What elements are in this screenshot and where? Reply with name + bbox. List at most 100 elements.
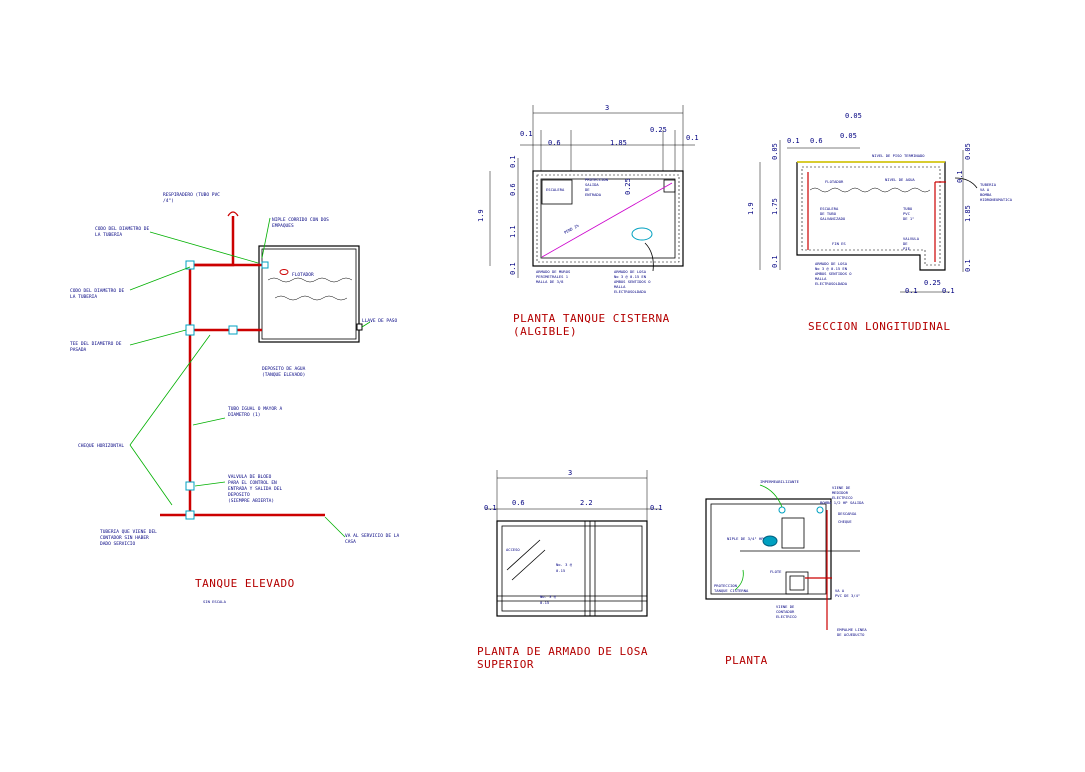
seccion-escalera-3: GALVANIZADO [820, 216, 846, 221]
cisterna-armado-losa-5: ELECTROSOLDADA [614, 289, 647, 294]
label-tuberia-2: CONTADOR SIN HABER [100, 535, 149, 541]
title-cisterna-2: (ALGIBLE) [513, 325, 577, 338]
label-valvula-5: (SIEMPRE ABIERTA) [228, 498, 274, 504]
leader-valvula [194, 481, 226, 487]
label-tuberia-3: DADO SERVICIO [100, 541, 136, 547]
planta-bomba: BOMBA 1/2 HP [820, 500, 848, 505]
cisterna-armado-losa-4: MALLA [614, 284, 626, 289]
elevated-tank-inner [261, 248, 357, 340]
seccion-v-19: 1.9 [747, 202, 755, 215]
planta-viene-2: MEDIDOR [832, 490, 849, 495]
cisterna-entrada [663, 179, 676, 193]
cisterna-inner-wall [540, 178, 676, 259]
seccion-v-01c: 0.1 [964, 259, 972, 272]
losa-dim-total-label: 3 [568, 469, 572, 477]
seccion-v-005: 0.05 [771, 143, 779, 160]
label-valvula-2: PARA EL CONTROL EN [228, 480, 277, 486]
planta-valve-top [778, 506, 786, 514]
seccion-v-185: 1.85 [964, 205, 972, 222]
cisterna-escalera-label: ESCALERA [546, 187, 565, 192]
elbow-fitting [185, 260, 195, 270]
leader-cheque-1 [129, 334, 211, 446]
tanque-elevado-group: RESPIRADERO (TUBO PVC /4") NIPLE CORRIDO… [70, 192, 399, 604]
label-deposito-1: DEPOSITO DE AGUA [262, 366, 306, 372]
cisterna-armado-muros-1: ARMADO DE MUROS [536, 269, 571, 274]
planta-inner [710, 503, 827, 595]
label-niple-2: EMPAQUES [272, 223, 294, 229]
seccion-v-01: 0.1 [771, 255, 779, 268]
title-losa-2: SUPERIOR [477, 658, 534, 671]
cisterna-armado-losa-1: ARMADO DE LOSA [614, 269, 647, 274]
label-codo-1: CODO DEL DIAMETRO DE [95, 226, 149, 232]
planta-niple: NIPLE DE 3/4" HP [727, 536, 764, 541]
losa-no3-1: No. 3 @ [556, 562, 573, 567]
leader-llave [361, 321, 371, 328]
cisterna-proteccion-3: DE [585, 187, 590, 192]
cisterna-armado-losa-3: AMBOS SENTIDOS O [614, 279, 651, 284]
planta-pvc: PVC DE 3/4" [835, 593, 860, 598]
planta-empalme-1: EMPALME LINEA [837, 627, 867, 632]
float-valve [279, 269, 289, 275]
planta-proteccion-2: TANQUE CISTERNA [714, 588, 749, 593]
losa-no3b-1: No. 3 @ [540, 594, 557, 599]
seccion-h-025: 0.25 [924, 279, 941, 287]
llave-paso [356, 323, 363, 331]
label-llave: LLAVE DE PASO [362, 318, 398, 324]
seccion-tubo-1: TUBO [903, 206, 913, 211]
losa-inner [501, 525, 643, 612]
seccion-valvula-2: DE [903, 241, 908, 246]
planta-proteccion-1: PROTECCION [714, 583, 738, 588]
tee-fitting [185, 324, 195, 336]
cisterna-dim-01a: 0.1 [520, 130, 533, 138]
cisterna-leader [644, 242, 654, 272]
losa-dim-06: 0.6 [512, 499, 525, 507]
seccion-valvula-1: VALVULA [903, 236, 920, 241]
planta-descarga: DESCARGA [838, 511, 857, 516]
seccion-dim-005b: 0.05 [840, 132, 857, 140]
bottom-elbow [185, 510, 195, 520]
label-tubo-2: DIAMETRO (1) [228, 412, 261, 418]
seccion-v-005b: 0.05 [964, 143, 972, 160]
cisterna-proteccion-4: ENTRADA [585, 192, 602, 197]
seccion-armado-2: No 3 @ 0.15 EN [815, 266, 848, 271]
planta-leader-1 [759, 484, 783, 508]
label-niple-1: NIPLE CORRIDO CON DOS [272, 217, 329, 223]
seccion-dim-01: 0.1 [787, 137, 800, 145]
label-codo-2: LA TUBERIA [95, 232, 122, 238]
cisterna-armado-losa-2: No 3 @ 0.15 EN [614, 274, 647, 279]
losa-outer [496, 520, 648, 617]
seccion-tuberia-3: BOMBA [980, 192, 992, 197]
cisterna-v-01a: 0.1 [509, 155, 517, 168]
elevated-tank [258, 245, 360, 343]
vent-cap [227, 211, 239, 217]
cisterna-armado-muros-3: MALLA DE 3/8 [536, 279, 564, 284]
seccion-nivel-piso: NIVEL DE PISO TERMINADO [872, 153, 925, 158]
leader-codo [149, 231, 259, 264]
planta-group: IMPERMEABILIZANTE VIENE DE MEDIDOR ELECT… [705, 479, 867, 667]
seccion-dim-005a: 0.05 [845, 112, 862, 120]
cisterna-plan-group: 3 0.1 0.6 1.85 0.25 0.1 1.9 0.1 0.6 1.1 … [477, 104, 699, 338]
label-tee-1: TEE DEL DIAMETRO DE [70, 341, 122, 347]
planta-flote: FLOTE [770, 569, 782, 574]
seccion-leader [954, 177, 978, 189]
planta-flote-box [785, 571, 809, 595]
planta-flote-inner [789, 575, 805, 591]
planta-outer [705, 498, 832, 600]
planta-viene-3: ELECTRICO [832, 495, 853, 500]
label-flotador: FLOTADOR [292, 272, 314, 278]
cisterna-proteccion-1: PROTECCION [585, 177, 609, 182]
seccion-v-01b: 0.1 [956, 170, 964, 183]
cisterna-proteccion-2: SALIDA [585, 182, 599, 187]
leader-va [324, 516, 346, 538]
planta-pump-box [781, 517, 805, 549]
label-respiradero-1: RESPIRADERO (TUBO PVC [163, 192, 220, 198]
label-codo2-2: LA TUBERIA [70, 294, 97, 300]
title-cisterna-1: PLANTA TANQUE CISTERNA [513, 312, 670, 325]
planta-valve-right [816, 506, 824, 514]
title-losa-1: PLANTA DE ARMADO DE LOSA [477, 645, 648, 658]
label-sin-escala: SIN ESCALA [203, 599, 227, 604]
label-respiradero-2: /4") [163, 198, 174, 204]
planta-motor [762, 535, 778, 547]
